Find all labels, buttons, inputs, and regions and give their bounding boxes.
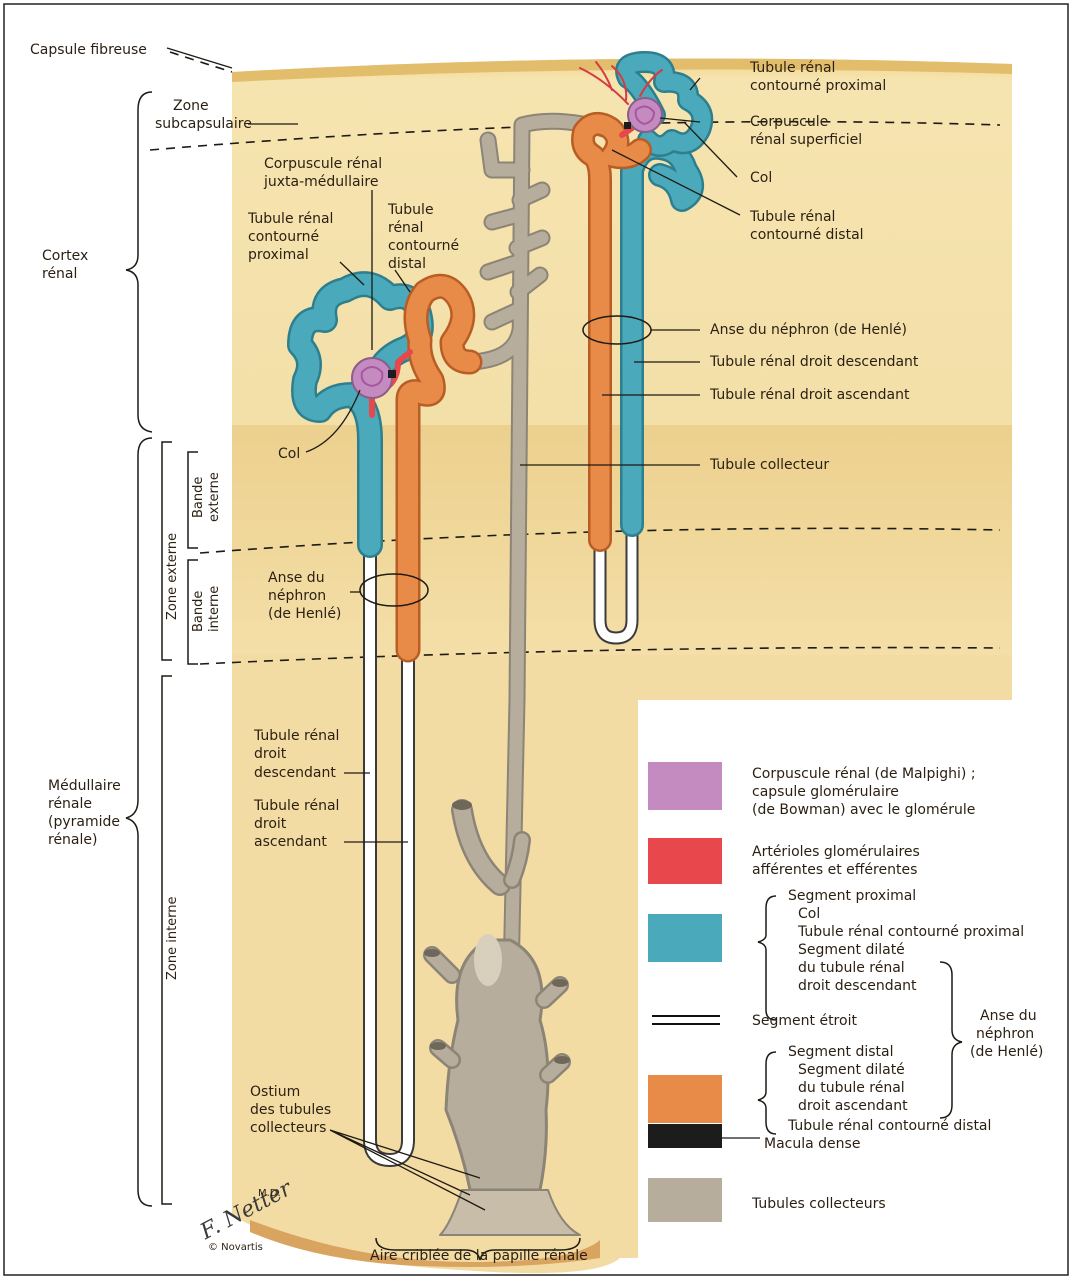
legend-distal-line-1: Segment distal — [788, 1044, 893, 1060]
legend-swatch-proximal — [648, 914, 722, 962]
legend-corpuscle-line-3: (de Bowman) avec le glomérule — [752, 802, 975, 818]
signature-md: M.D. — [258, 1188, 281, 1199]
label-sup-col: Col — [750, 170, 772, 186]
legend-corpuscle-line-2: capsule glomérulaire — [752, 784, 899, 800]
legend-swatch-collecting — [648, 1178, 722, 1222]
label-zone-sub-2: subcapsulaire — [155, 116, 252, 132]
label-jm-dist-3: contourné — [388, 238, 459, 254]
label-bande-externe-1: Bande — [191, 477, 206, 518]
label-zone-interne: Zone interne — [165, 896, 180, 980]
label-jm-henle-3: (de Henlé) — [268, 606, 341, 622]
legend-proximal-line-4: Segment dilaté — [798, 942, 905, 958]
label-sup-dist-1: Tubule rénal — [749, 209, 835, 225]
label-capsule: Capsule fibreuse — [30, 42, 147, 58]
label-jm-prox-2: contourné — [248, 229, 319, 245]
label-bande-interne-1: Bande — [191, 591, 206, 632]
label-sup-dist-2: contourné distal — [750, 227, 864, 243]
label-jm-dist-4: distal — [388, 256, 426, 272]
label-sup-prox-2: contourné proximal — [750, 78, 886, 94]
legend-distal-line-2: Segment dilaté — [798, 1062, 905, 1078]
label-cortex-1: Cortex — [42, 248, 88, 264]
legend-swatch-arterioles — [648, 838, 722, 884]
legend-swatch-distal — [648, 1075, 722, 1123]
label-medulla-2: rénale — [48, 796, 92, 812]
label-bande-interne-2: interne — [207, 586, 222, 632]
label-copyright: © Novartis — [208, 1242, 263, 1253]
legend-henle-3: (de Henlé) — [970, 1044, 1043, 1060]
label-jm-asc-3: ascendant — [254, 834, 327, 850]
label-jm-col: Col — [278, 446, 300, 462]
label-sup-prox-1: Tubule rénal — [749, 60, 835, 76]
label-jm-corpuscle-2: juxta-médullaire — [263, 174, 379, 190]
legend-corpuscle-line-1: Corpuscule rénal (de Malpighi) ; — [752, 766, 976, 782]
legend-distal-line-5: Tubule rénal contourné distal — [787, 1118, 991, 1134]
label-medulla-3: (pyramide — [48, 814, 120, 830]
label-jm-asc-1: Tubule rénal — [253, 798, 339, 814]
label-medulla-1: Médullaire — [48, 778, 121, 794]
legend-proximal-line-2: Col — [798, 906, 820, 922]
label-jm-prox-1: Tubule rénal — [247, 211, 333, 227]
label-jm-dist-1: Tubule — [387, 202, 434, 218]
label-cortex-2: rénal — [42, 266, 77, 282]
label-sup-asc: Tubule rénal droit ascendant — [709, 387, 910, 403]
label-zone-externe: Zone externe — [165, 533, 180, 620]
legend-collecting-line-1: Tubules collecteurs — [751, 1196, 886, 1212]
label-bande-externe-2: externe — [207, 472, 222, 522]
legend-henle-2: néphron — [976, 1026, 1034, 1042]
label-sup-desc: Tubule rénal droit descendant — [709, 354, 919, 370]
label-jm-desc-3: descendant — [254, 765, 336, 781]
label-jm-dist-2: rénal — [388, 220, 423, 236]
label-jm-henle-2: néphron — [268, 588, 326, 604]
label-sup-henle: Anse du néphron (de Henlé) — [710, 322, 907, 338]
legend-swatch-macula — [648, 1124, 722, 1148]
legend-proximal-line-1: Segment proximal — [788, 888, 916, 904]
label-jm-henle-1: Anse du — [268, 570, 325, 586]
label-aire: Aire criblée de la papille rénale — [370, 1248, 588, 1264]
legend-proximal-line-6: droit descendant — [798, 978, 917, 994]
label-sup-corp-1: Corpuscule — [750, 114, 828, 130]
label-jm-prox-3: proximal — [248, 247, 309, 263]
label-ostium-2: des tubules — [250, 1102, 331, 1118]
legend-henle-1: Anse du — [980, 1008, 1037, 1024]
label-collecteur: Tubule collecteur — [709, 457, 829, 473]
legend-proximal-line-3: Tubule rénal contourné proximal — [797, 924, 1024, 940]
legend-distal-line-4: droit ascendant — [798, 1098, 908, 1114]
legend-arterioles-line-2: afférentes et efférentes — [752, 862, 917, 878]
label-ostium-3: collecteurs — [250, 1120, 326, 1136]
legend-swatch-corpuscle — [648, 762, 722, 810]
legend-arterioles-line-1: Artérioles glomérulaires — [752, 844, 920, 860]
label-sup-corp-2: rénal superficiel — [750, 132, 862, 148]
label-jm-desc-2: droit — [254, 746, 287, 762]
label-ostium-1: Ostium — [250, 1084, 300, 1100]
label-jm-corpuscle-1: Corpuscule rénal — [264, 156, 382, 172]
legend-macula-line-1: Macula dense — [764, 1136, 860, 1152]
legend-distal-line-3: du tubule rénal — [798, 1080, 905, 1096]
legend-thin-line-1: Segment étroit — [752, 1013, 857, 1029]
legend-proximal-line-5: du tubule rénal — [798, 960, 905, 976]
label-jm-asc-2: droit — [254, 816, 287, 832]
label-medulla-4: rénale) — [48, 832, 97, 848]
label-jm-desc-1: Tubule rénal — [253, 728, 339, 744]
label-zone-sub-1: Zone — [173, 98, 209, 114]
